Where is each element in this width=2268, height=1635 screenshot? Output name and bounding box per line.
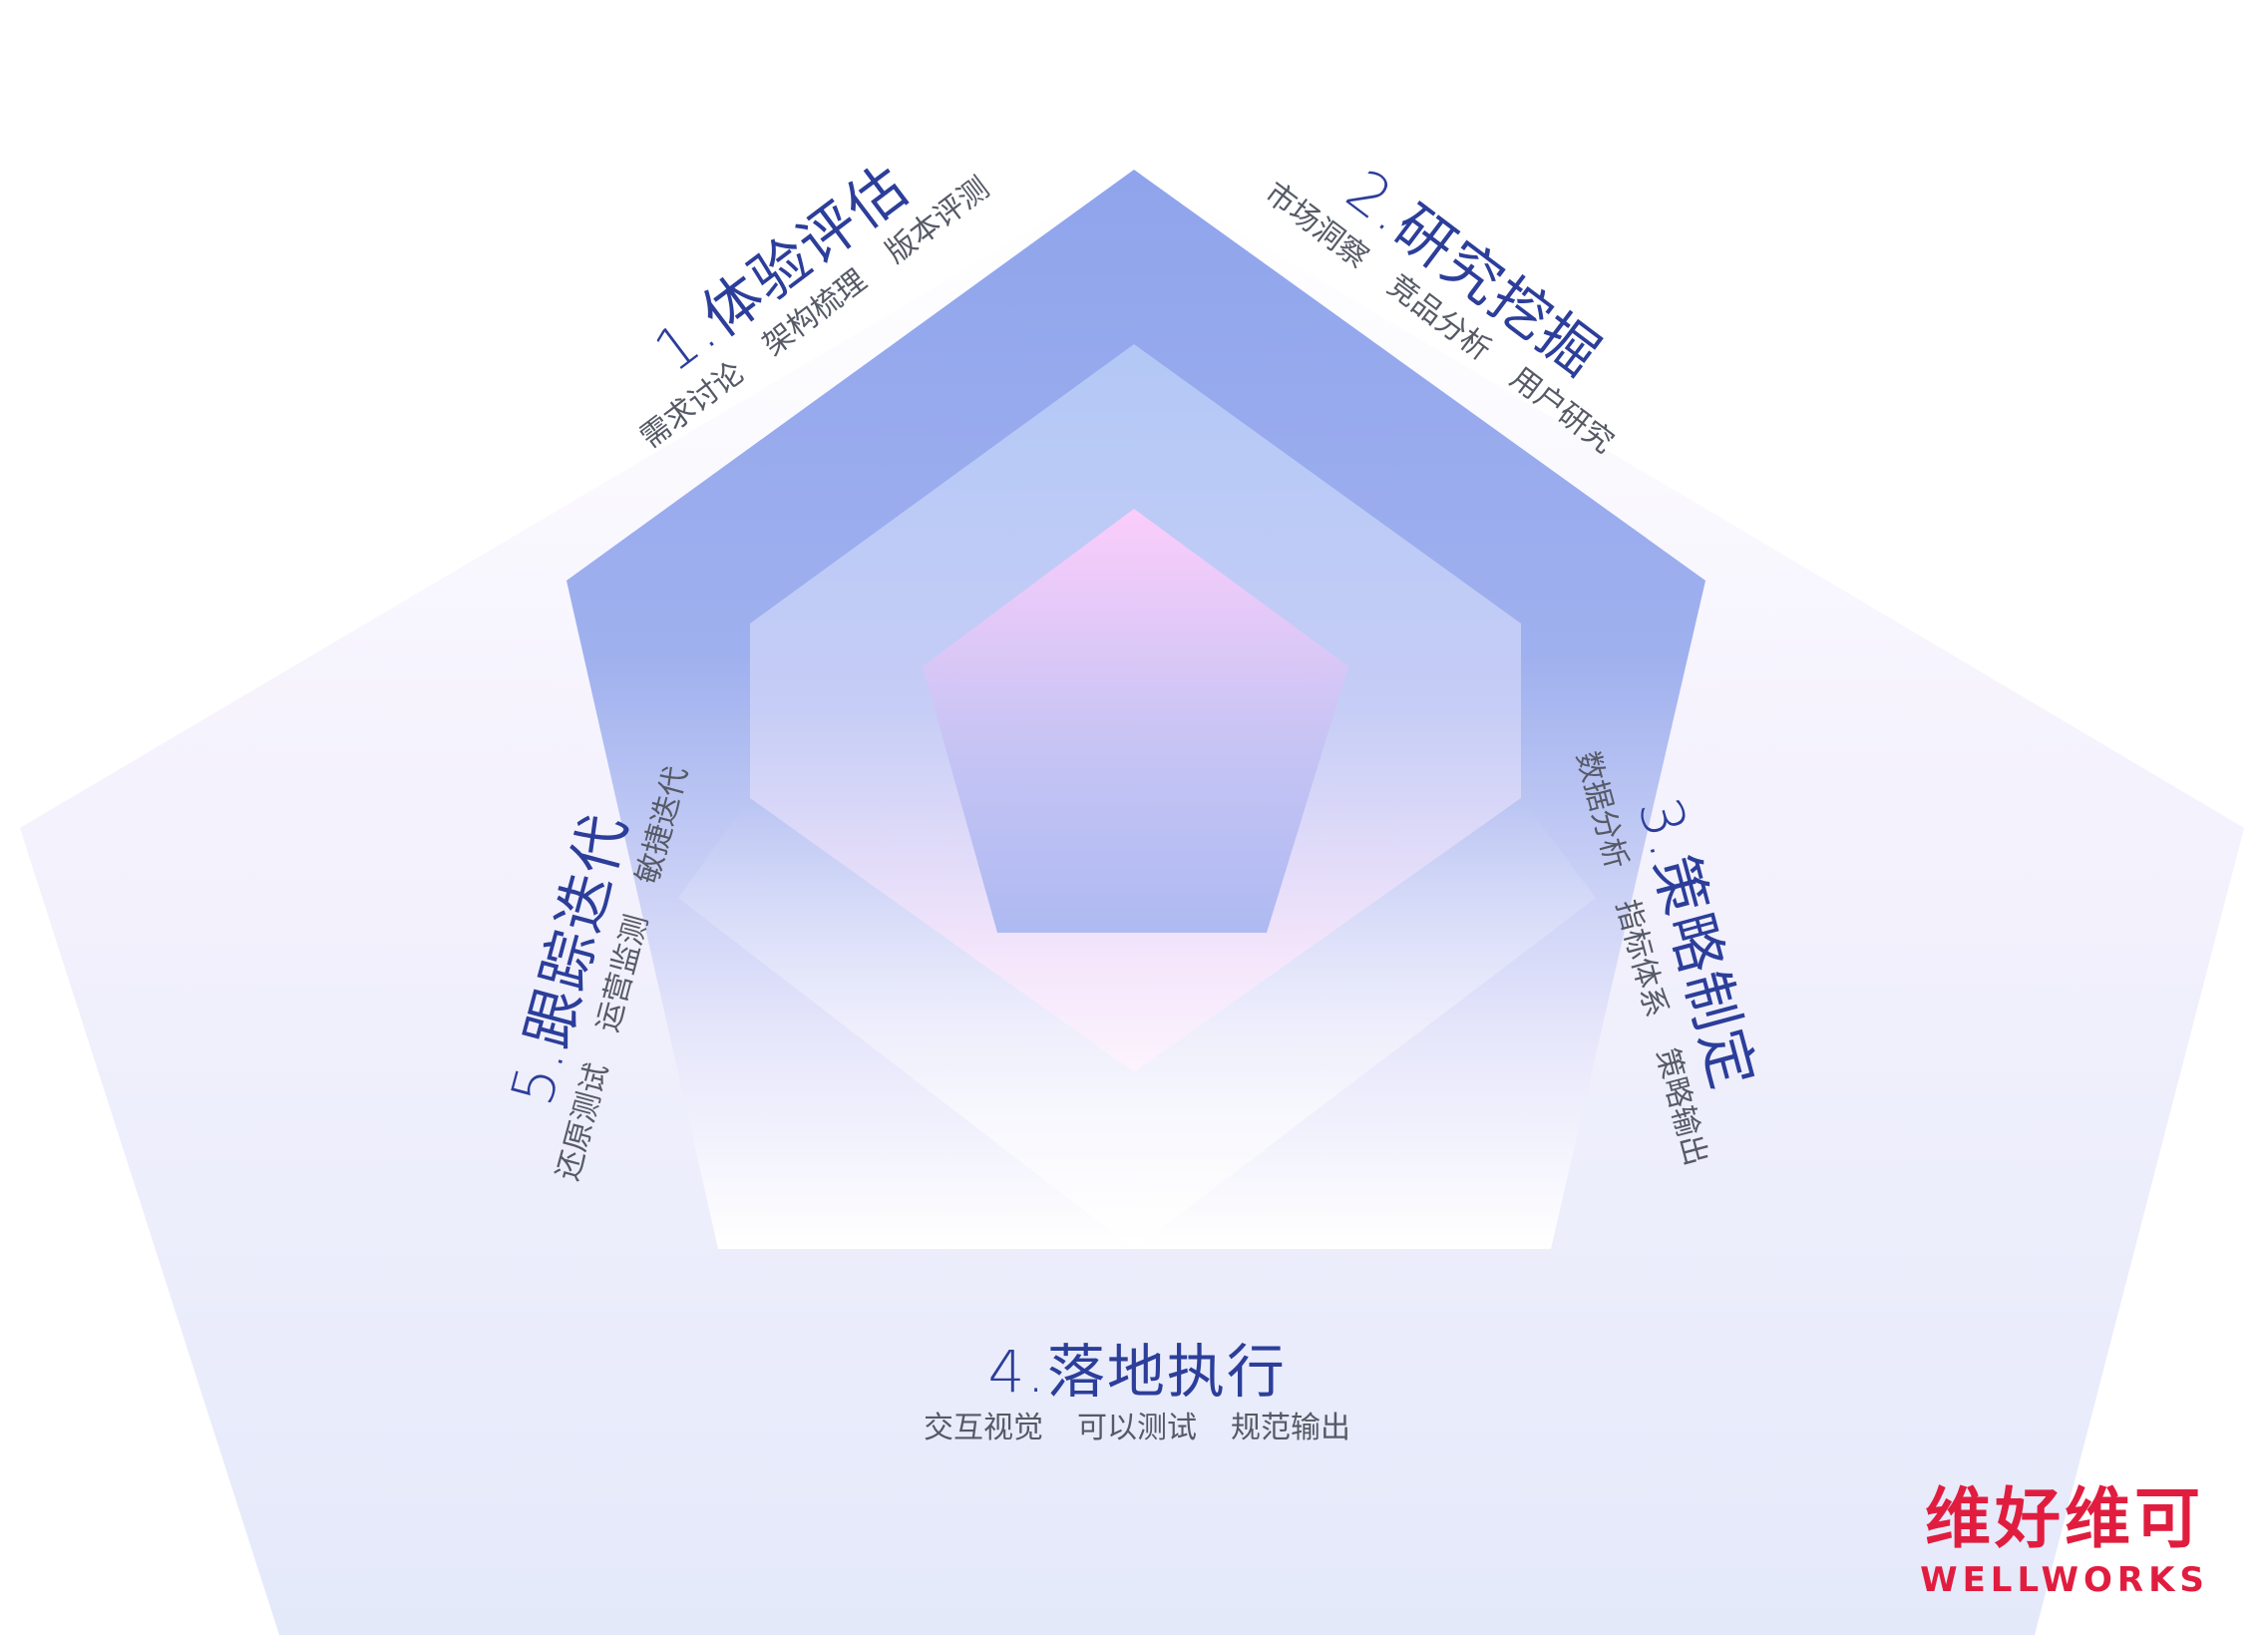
stage-4-items: 交互视觉可以测试规范输出	[924, 1403, 1350, 1446]
stage-4-item: 交互视觉	[924, 1411, 1043, 1445]
stage-4-title: 4.落地执行	[987, 1338, 1287, 1406]
stage-4-item: 可以测试	[1077, 1411, 1197, 1445]
brand-logo-english: WELLWORKS	[1920, 1560, 2209, 1600]
stage-4-item: 规范输出	[1231, 1411, 1350, 1445]
brand-logo: 维好维可 WELLWORKS	[1915, 1480, 2214, 1601]
brand-logo-chinese: 维好维可	[1925, 1480, 2204, 1557]
lower-light-band	[678, 798, 1596, 1249]
inner-pentagon	[923, 509, 1348, 933]
